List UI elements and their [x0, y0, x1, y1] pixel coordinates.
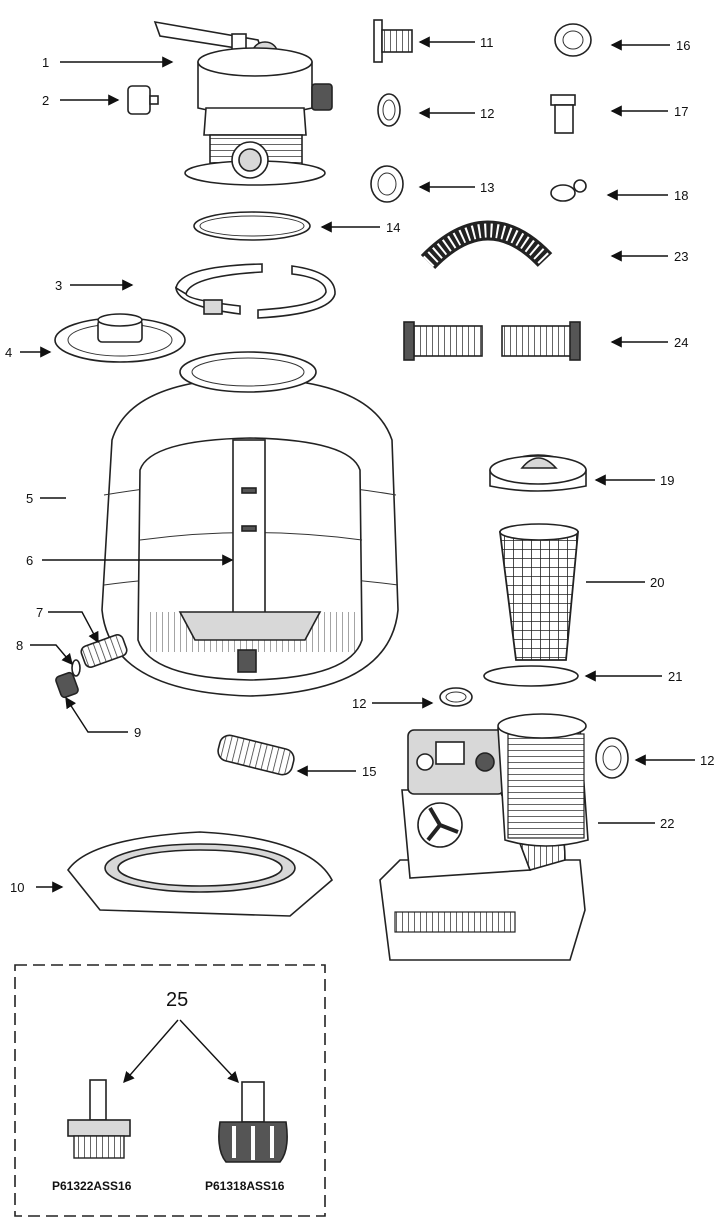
label-10: 10: [10, 880, 24, 895]
label-14: 14: [386, 220, 400, 235]
kit-part-left: [67, 1079, 131, 1159]
kit-right-code: P61318ASS16: [205, 1179, 285, 1193]
label-24: 24: [674, 335, 688, 350]
straight-hose-part: [403, 321, 581, 361]
o-ring-part-middle: [439, 687, 473, 707]
tank-lid-part: [54, 313, 186, 363]
tank-base-part: [67, 831, 334, 917]
multiport-valve-part: [153, 20, 333, 186]
label-13: 13: [480, 180, 494, 195]
hose-nut-part: [370, 165, 404, 203]
label-12-top: 12: [480, 106, 494, 121]
label-6: 6: [26, 553, 33, 568]
kit-box: [14, 964, 326, 1217]
label-11: 11: [480, 35, 494, 50]
label-22: 22: [660, 816, 674, 831]
strainer-lid-part: [489, 454, 587, 492]
label-12-middle: 12: [352, 696, 366, 711]
label-17: 17: [674, 104, 688, 119]
valve-o-ring-part: [193, 211, 311, 241]
hose-adapter-part: [217, 734, 295, 776]
strainer-basket-part: [498, 531, 579, 661]
o-ring-part-top: [377, 93, 401, 127]
hose-clamp-part: [550, 179, 587, 202]
label-7: 7: [36, 605, 43, 620]
label-23: 23: [674, 249, 688, 264]
coupling-nut-part: [554, 23, 592, 57]
label-25: 25: [166, 989, 188, 1011]
pump-motor-part: [379, 713, 589, 961]
label-4: 4: [5, 345, 12, 360]
adapter-fitting-part: [550, 94, 576, 134]
kit-left-code: P61322ASS16: [52, 1179, 132, 1193]
label-8: 8: [16, 638, 23, 653]
strainer-grid-part: [373, 19, 413, 63]
label-3: 3: [55, 278, 62, 293]
tank-clamp-part: [175, 263, 336, 319]
label-16: 16: [676, 38, 690, 53]
label-15: 15: [362, 764, 376, 779]
label-12-right: 12: [700, 753, 714, 768]
drain-assembly-part: [55, 634, 128, 699]
strainer-o-ring-part: [483, 665, 579, 687]
label-21: 21: [668, 669, 682, 684]
label-1: 1: [42, 55, 49, 70]
label-9: 9: [134, 725, 141, 740]
label-20: 20: [650, 575, 664, 590]
o-ring-part-right: [595, 737, 629, 779]
kit-part-right: [218, 1081, 288, 1163]
valve-knob-part: [127, 85, 159, 115]
standpipe-part: [178, 439, 322, 673]
label-19: 19: [660, 473, 674, 488]
label-2: 2: [42, 93, 49, 108]
label-5: 5: [26, 491, 33, 506]
label-18: 18: [674, 188, 688, 203]
leader-lines: [20, 36, 695, 1084]
